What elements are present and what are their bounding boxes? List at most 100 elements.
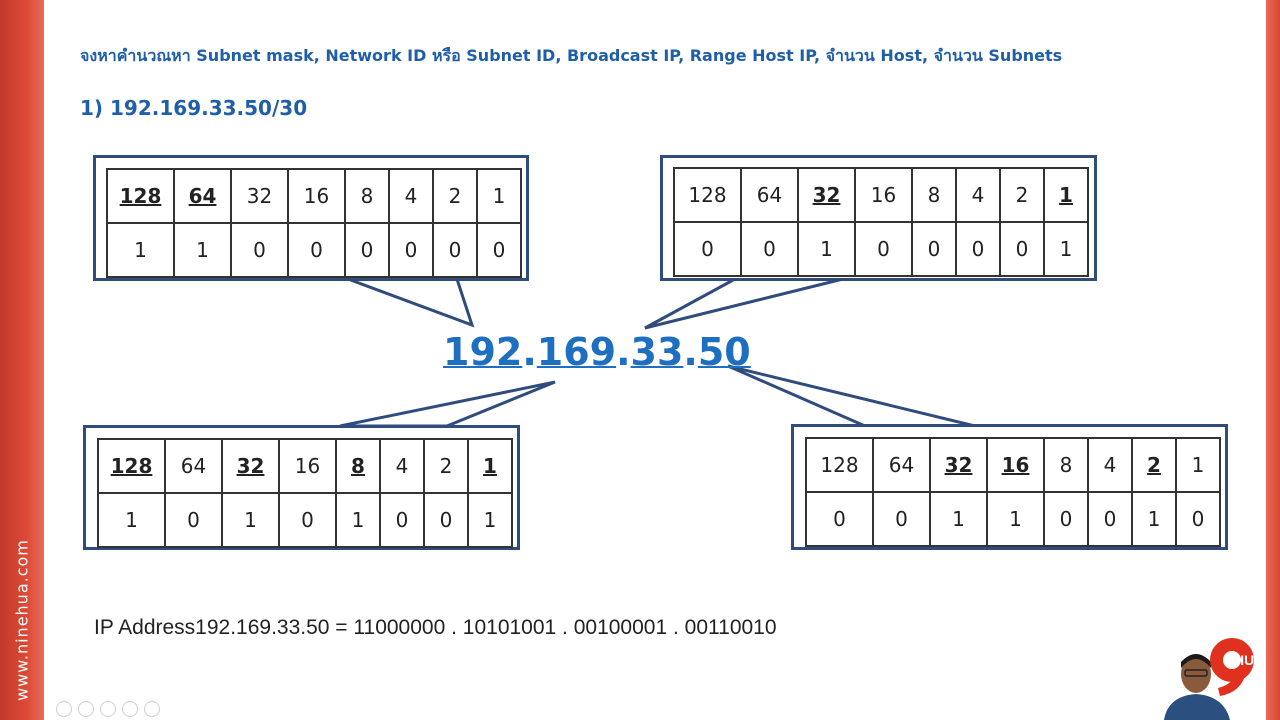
pointer-bottom-right <box>727 364 976 428</box>
bit-cell: 0 <box>230 222 289 278</box>
bit-cell: 0 <box>673 221 742 277</box>
right-red-border <box>1266 0 1280 720</box>
ip-octet-2: 169 <box>536 330 617 374</box>
weight-cell: 8 <box>335 438 381 494</box>
weight-cell: 16 <box>854 167 913 223</box>
bit-cell: 1 <box>986 491 1045 547</box>
ip-dot-1: . <box>522 330 537 374</box>
bit-cell: 1 <box>106 222 175 278</box>
pointer-top-left <box>347 277 475 328</box>
bit-cell: 0 <box>999 221 1045 277</box>
weight-cell: 2 <box>423 438 469 494</box>
weight-cell: 4 <box>388 168 434 224</box>
bit-cell: 0 <box>805 491 874 547</box>
pointer-bottom-left <box>339 380 556 428</box>
bit-cell: 0 <box>423 492 469 548</box>
weight-cell: 1 <box>1175 437 1221 493</box>
bit-cell: 1 <box>929 491 988 547</box>
weight-cell: 32 <box>230 168 289 224</box>
slide-title: จงหาคำนวณหา Subnet mask, Network ID หรือ… <box>80 46 1063 65</box>
ninehua-logo-icon: HUA <box>1210 638 1260 696</box>
bit-cell: 0 <box>1043 491 1089 547</box>
ip-dot-2: . <box>616 330 631 374</box>
bit-cell: 0 <box>854 221 913 277</box>
weight-cell: 2 <box>999 167 1045 223</box>
center-ip-address: 192.169.33.50 <box>443 330 751 374</box>
bit-cell: 0 <box>1175 491 1221 547</box>
bit-cell: 0 <box>955 221 1001 277</box>
weight-cell: 16 <box>287 168 346 224</box>
bit-cell: 0 <box>287 222 346 278</box>
bit-cell: 1 <box>467 492 513 548</box>
weight-cell: 4 <box>955 167 1001 223</box>
bit-cell: 1 <box>1131 491 1177 547</box>
weight-cell: 32 <box>929 437 988 493</box>
zoom-icon[interactable] <box>100 700 116 717</box>
weight-cell: 32 <box>797 167 856 223</box>
weight-cell: 1 <box>1043 167 1089 223</box>
logo-text: HUA <box>1234 652 1260 668</box>
ip-octet-3: 33 <box>630 330 684 374</box>
weight-cell: 128 <box>673 167 742 223</box>
weight-cell: 128 <box>106 168 175 224</box>
ip-octet-1: 192 <box>443 330 523 374</box>
ip-dot-3: . <box>683 330 698 374</box>
more-icon[interactable] <box>144 700 160 717</box>
bit-cell: 0 <box>432 222 478 278</box>
bit-cell: 1 <box>335 492 381 548</box>
bit-cell: 1 <box>221 492 280 548</box>
bit-cell: 0 <box>278 492 337 548</box>
player-controls <box>56 698 166 717</box>
copy-icon[interactable] <box>78 700 94 717</box>
bit-cell: 1 <box>97 492 166 548</box>
problem-label: 1) 192.169.33.50/30 <box>80 96 308 120</box>
weight-cell: 128 <box>97 438 166 494</box>
pointer-top-right <box>644 277 844 330</box>
weight-cell: 64 <box>164 438 223 494</box>
bit-cell: 1 <box>797 221 856 277</box>
weight-cell: 2 <box>432 168 478 224</box>
ip-binary-formula: IP Address192.169.33.50 = 11000000 . 101… <box>94 616 777 639</box>
weight-cell: 64 <box>740 167 799 223</box>
weight-cell: 2 <box>1131 437 1177 493</box>
back-icon[interactable] <box>56 700 72 717</box>
presenter-webcam-icon <box>1158 646 1236 720</box>
bit-cell: 0 <box>476 222 522 278</box>
bit-cell: 0 <box>164 492 223 548</box>
weight-cell: 4 <box>379 438 425 494</box>
weight-cell: 1 <box>476 168 522 224</box>
weight-cell: 64 <box>173 168 232 224</box>
weight-cell: 64 <box>872 437 931 493</box>
bit-cell: 1 <box>1043 221 1089 277</box>
weight-cell: 128 <box>805 437 874 493</box>
bit-cell: 0 <box>388 222 434 278</box>
bit-cell: 0 <box>872 491 931 547</box>
weight-cell: 8 <box>344 168 390 224</box>
weight-cell: 8 <box>911 167 957 223</box>
bit-cell: 0 <box>379 492 425 548</box>
weight-cell: 16 <box>986 437 1045 493</box>
screen-icon[interactable] <box>122 700 138 717</box>
left-red-border <box>0 0 44 720</box>
ip-octet-4: 50 <box>697 330 751 374</box>
weight-cell: 32 <box>221 438 280 494</box>
weight-cell: 8 <box>1043 437 1089 493</box>
bit-cell: 0 <box>740 221 799 277</box>
weight-cell: 1 <box>467 438 513 494</box>
weight-cell: 4 <box>1087 437 1133 493</box>
weight-cell: 16 <box>278 438 337 494</box>
